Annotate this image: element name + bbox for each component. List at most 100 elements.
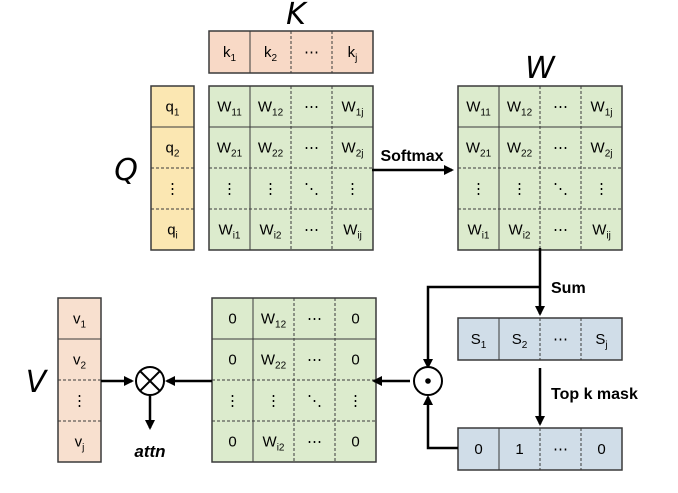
score-matrix-cell: W11	[217, 99, 242, 119]
softmax-matrix-cell: W1j	[591, 99, 613, 119]
masked-matrix-cell: W22	[261, 352, 287, 372]
score-matrix-cell-base: W	[217, 140, 232, 157]
s-row-cell: S2	[512, 331, 528, 351]
v-label: V	[26, 365, 49, 400]
mask-row-cell: 1	[515, 441, 523, 458]
k-row-cell: k2	[264, 44, 278, 64]
masked-matrix-cell: 0	[228, 434, 236, 451]
v-col-cell-subscript: 1	[80, 320, 86, 331]
score-matrix-cell: W2j	[342, 140, 364, 160]
softmax-matrix-cell: W21	[466, 140, 492, 160]
s-row-cell-base: S	[471, 331, 481, 348]
q-col-cell-subscript: i	[176, 231, 178, 242]
v-col-cell: v1	[73, 311, 87, 331]
score-matrix-cell-base: W	[342, 99, 357, 116]
s-row-cell-subscript: 2	[522, 340, 528, 351]
masked-matrix-cell-base: 0	[351, 434, 359, 451]
score-matrix-cell-base: ⋮	[263, 181, 278, 198]
sum-label: Sum	[551, 280, 586, 297]
q-col-cell: q1	[166, 99, 180, 119]
s-row-cell: Sj	[595, 331, 607, 351]
s-row-cell-subscript: 1	[481, 340, 487, 351]
masked-matrix-cell: ⋯	[307, 434, 322, 451]
v-col-cell: vj	[75, 434, 85, 454]
q-col-cell-subscript: 1	[174, 108, 180, 119]
score-matrix-cell: ⋮	[222, 181, 237, 198]
k-row-cell-subscript: 1	[230, 53, 236, 64]
masked-matrix-cell-base: 0	[228, 311, 236, 328]
masked-matrix-cell-base: W	[261, 352, 276, 369]
score-matrix-cell-base: W	[260, 222, 275, 239]
softmax-matrix-cell-subscript: 21	[480, 149, 492, 160]
s-row-cell-base: S	[512, 331, 522, 348]
masked-matrix-cell-base: ⋱	[307, 393, 322, 410]
v-col-cell-base: v	[75, 434, 83, 451]
softmax-matrix-cell: ⋮	[471, 181, 486, 198]
masked-matrix-cell: ⋮	[266, 393, 281, 410]
score-matrix-cell-subscript: 1j	[356, 108, 364, 119]
w-label: W	[525, 51, 556, 86]
s-row-cell-base: ⋯	[553, 331, 568, 348]
softmax-matrix-cell: ⋱	[553, 181, 568, 198]
masked-matrix-cell-base: ⋮	[348, 393, 363, 410]
softmax-matrix-cell-base: W	[468, 222, 483, 239]
q-col-cell-subscript: 2	[174, 149, 180, 160]
masked-matrix-cell: ⋯	[307, 311, 322, 328]
v-col-cell-subscript: 2	[80, 361, 86, 372]
attn-label: attn	[134, 442, 165, 461]
score-matrix-cell-subscript: 22	[272, 149, 284, 160]
score-matrix-cell: W22	[258, 140, 284, 160]
q-col-cell: ⋮	[165, 181, 180, 198]
k-row-cell-base: k	[264, 44, 272, 61]
score-matrix-cell-base: ⋯	[304, 99, 319, 116]
k-row-cell-base: k	[348, 44, 356, 61]
q-col-cell: qi	[167, 222, 178, 242]
q-col-cell-base: q	[166, 99, 174, 116]
softmax-matrix-cell-subscript: i1	[482, 231, 490, 242]
k-row-cell: ⋯	[304, 44, 319, 61]
softmax-matrix-cell-base: W	[507, 140, 522, 157]
masked-matrix-cell: ⋮	[348, 393, 363, 410]
mask-to-hadamard-connector	[423, 395, 458, 450]
softmax-matrix-cell: Wi2	[509, 222, 531, 242]
softmax-matrix-cell-subscript: ij	[606, 231, 610, 242]
score-matrix-cell-subscript: i2	[274, 231, 282, 242]
score-matrix-cell-base: ⋮	[222, 181, 237, 198]
masked-matrix-cell: ⋮	[225, 393, 240, 410]
score-matrix-cell: ⋱	[304, 181, 319, 198]
softmax-matrix-cell-subscript: 22	[521, 149, 533, 160]
score-matrix-cell: Wij	[343, 222, 362, 242]
v-col-cell: ⋮	[72, 393, 87, 410]
softmax-matrix-cell-subscript: i2	[523, 231, 531, 242]
softmax-matrix-cell: ⋯	[553, 222, 568, 239]
masked-matrix-cell-subscript: i2	[277, 443, 285, 454]
q-column-group: q1q 2 ⋮ qi	[150, 85, 195, 251]
softmax-matrix-cell: ⋮	[594, 181, 609, 198]
score-matrix-cell: ⋮	[345, 181, 360, 198]
softmax-matrix-cell: W22	[507, 140, 533, 160]
masked-matrix-cell-base: ⋯	[307, 352, 322, 369]
score-matrix-cell-base: ⋯	[304, 222, 319, 239]
score-matrix-cell: ⋯	[304, 140, 319, 157]
score-matrix-cell-base: ⋯	[304, 140, 319, 157]
multiply-operator	[135, 366, 165, 396]
softmax-matrix-cell-base: ⋮	[471, 181, 486, 198]
masked-matrix-cell-base: ⋮	[225, 393, 240, 410]
score-matrix-cell-base: W	[342, 140, 357, 157]
masked-matrix-cell: 0	[351, 311, 359, 328]
masked-matrix-cell: W12	[261, 311, 287, 331]
softmax-matrix-cell-base: W	[507, 99, 522, 116]
softmax-matrix-cell-base: ⋯	[553, 99, 568, 116]
score-matrix-cell-base: W	[343, 222, 358, 239]
v-column-group: v1 v 2 ⋮ vj	[57, 297, 102, 463]
k-row-cell-subscript: j	[354, 53, 357, 64]
score-matrix-cell-subscript: 21	[231, 149, 243, 160]
k-row-cell-base: ⋯	[304, 44, 319, 61]
s-row-cell: S1	[471, 331, 487, 351]
